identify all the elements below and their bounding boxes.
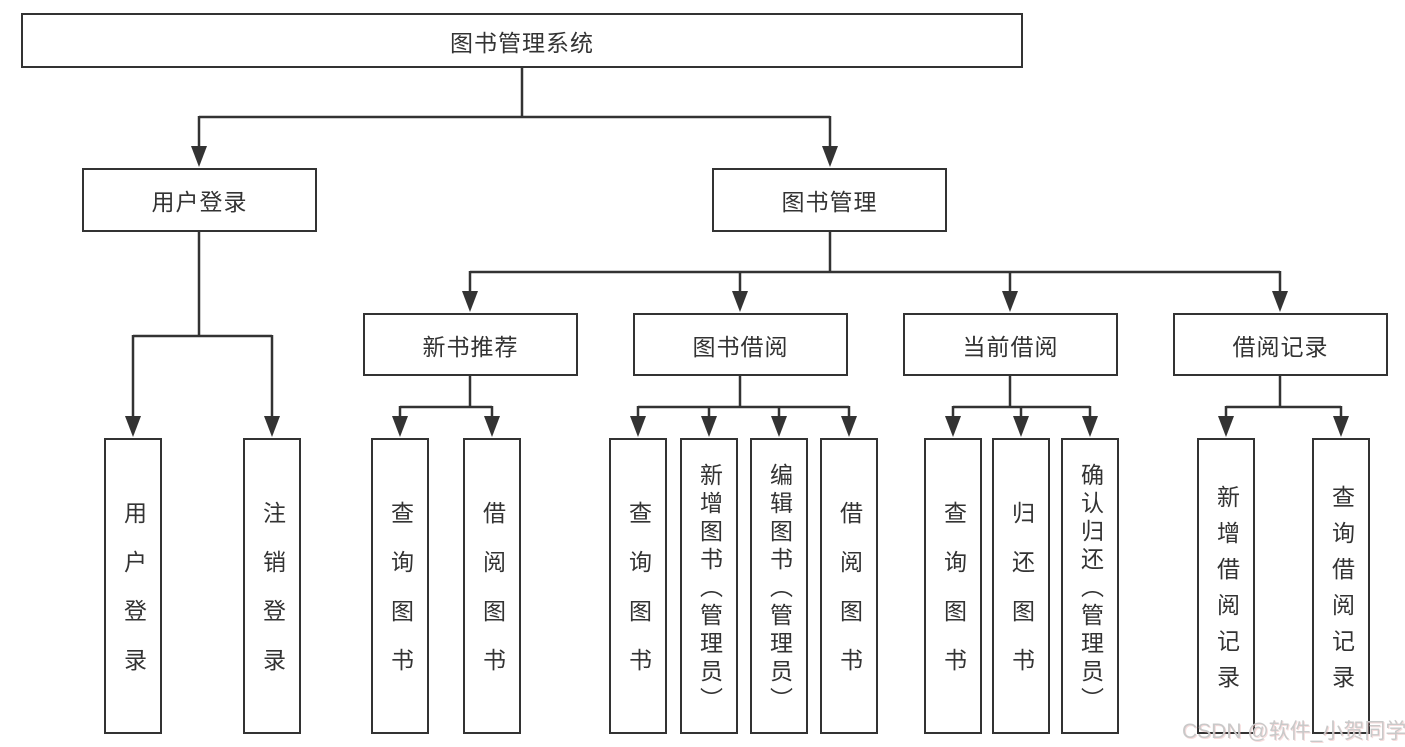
node-book-borrow: 图书借阅	[633, 313, 848, 376]
node-new-book-recommend: 新书推荐	[363, 313, 578, 376]
leaf-query-books-current-label: 查询图书	[940, 501, 967, 697]
leaf-confirm-return-admin: 确认归还（管理员）	[1061, 438, 1119, 734]
leaf-query-books-recommend-label: 查询图书	[387, 501, 414, 697]
node-current-borrow: 当前借阅	[903, 313, 1118, 376]
leaf-return-book: 归还图书	[992, 438, 1050, 734]
leaf-logout-label: 注销登录	[259, 501, 286, 697]
csdn-watermark: CSDN @软件_小贺同学	[1182, 720, 1405, 743]
leaf-user-login: 用户登录	[104, 438, 162, 734]
leaf-user-login-label: 用户登录	[120, 501, 147, 697]
leaf-borrow-books-label: 借阅图书	[836, 501, 863, 697]
leaf-add-borrow-record-label: 新增借阅记录	[1213, 484, 1240, 701]
leaf-query-books-recommend: 查询图书	[371, 438, 429, 734]
leaf-return-book-label: 归还图书	[1008, 501, 1035, 697]
leaf-add-book-admin: 新增图书（管理员）	[680, 438, 738, 734]
leaf-edit-book-admin: 编辑图书（管理员）	[750, 438, 808, 734]
leaf-edit-book-admin-label: 编辑图书（管理员）	[766, 462, 793, 715]
leaf-query-borrow-record-label: 查询借阅记录	[1328, 484, 1355, 701]
node-current-borrow-label: 当前借阅	[962, 333, 1059, 360]
leaf-query-books-borrow: 查询图书	[609, 438, 667, 734]
node-borrow-records-label: 借阅记录	[1232, 333, 1329, 360]
leaf-borrow-books-recommend-label: 借阅图书	[479, 501, 506, 697]
node-borrow-records: 借阅记录	[1173, 313, 1388, 376]
node-book-management-label: 图书管理	[781, 189, 878, 215]
node-user-login-label: 用户登录	[151, 189, 248, 215]
leaf-confirm-return-admin-label: 确认归还（管理员）	[1077, 462, 1104, 715]
leaf-add-borrow-record: 新增借阅记录	[1197, 438, 1255, 734]
leaf-borrow-books-recommend: 借阅图书	[463, 438, 521, 734]
node-library-system: 图书管理系统	[21, 13, 1023, 68]
node-book-management: 图书管理	[712, 168, 947, 232]
node-new-book-recommend-label: 新书推荐	[422, 333, 519, 360]
leaf-query-borrow-record: 查询借阅记录	[1312, 438, 1370, 734]
node-book-borrow-label: 图书借阅	[692, 333, 789, 360]
leaf-query-books-current: 查询图书	[924, 438, 982, 734]
leaf-add-book-admin-label: 新增图书（管理员）	[696, 462, 723, 715]
node-user-login: 用户登录	[82, 168, 317, 232]
leaf-logout: 注销登录	[243, 438, 301, 734]
leaf-borrow-books: 借阅图书	[820, 438, 878, 734]
node-library-system-label: 图书管理系统	[450, 29, 594, 56]
leaf-query-books-borrow-label: 查询图书	[625, 501, 652, 697]
